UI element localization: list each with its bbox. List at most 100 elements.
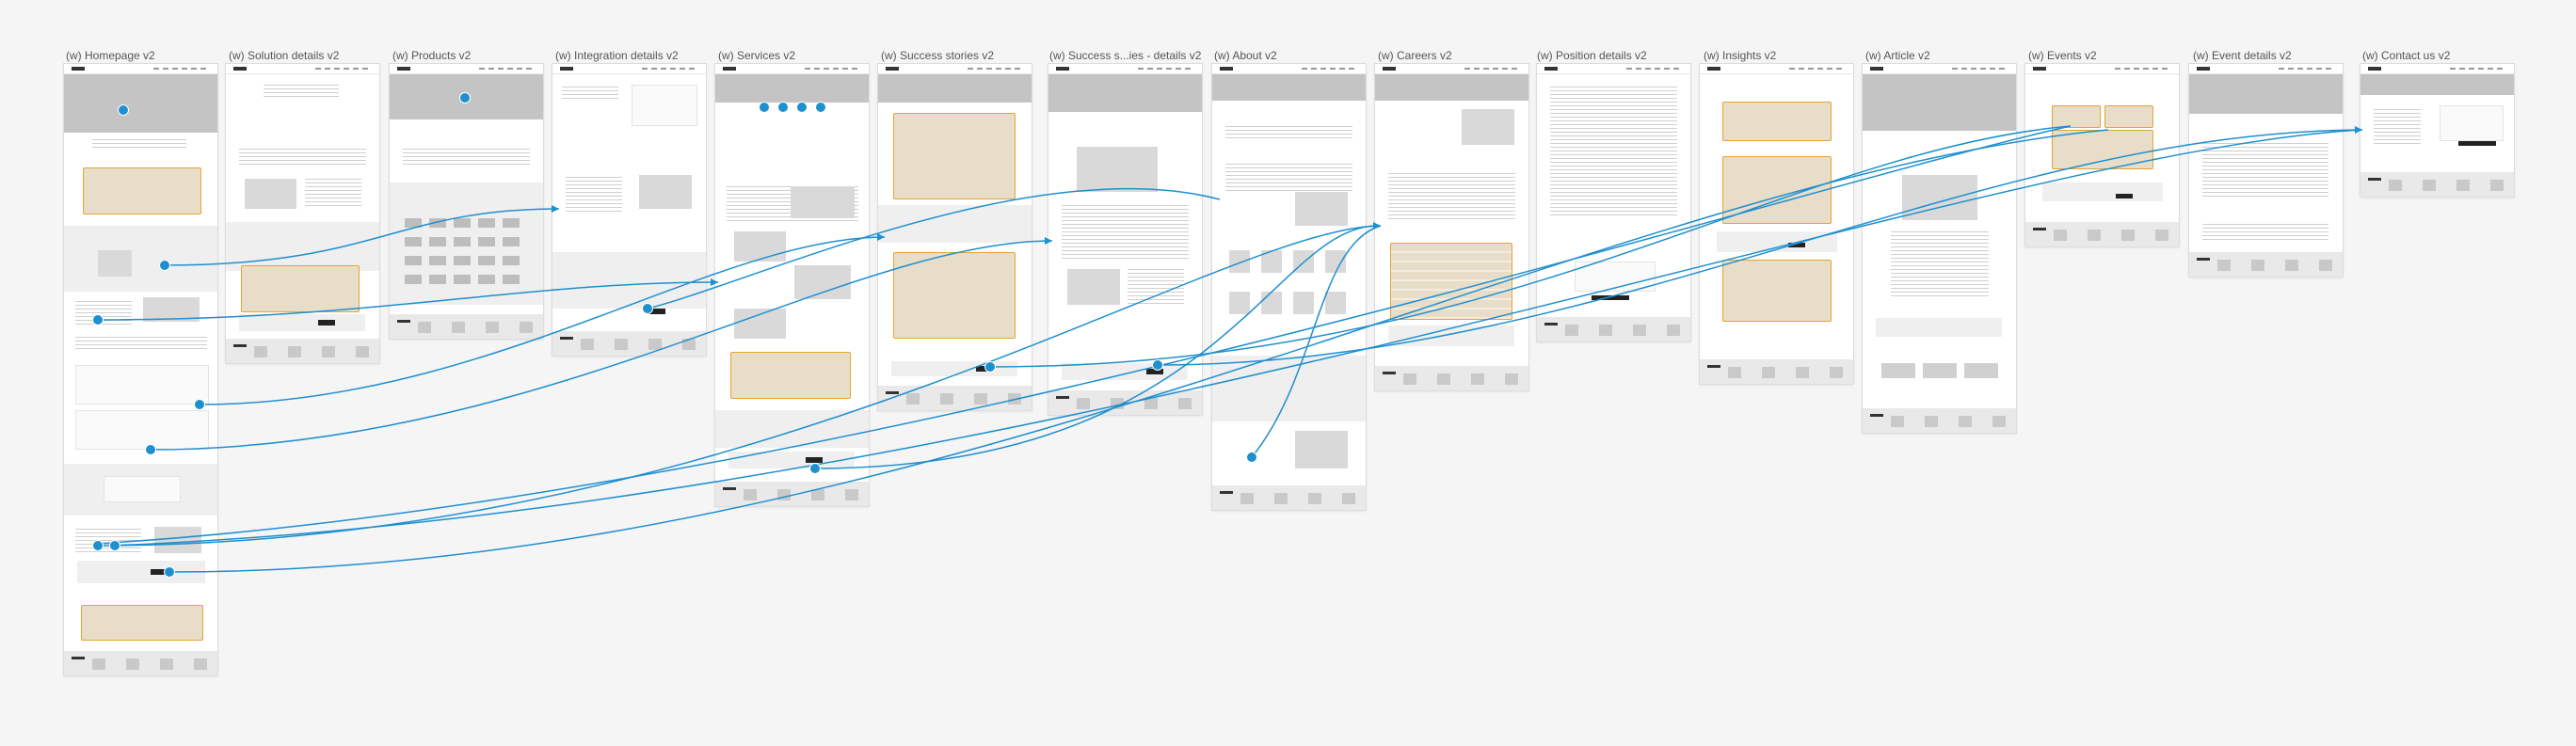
text-block <box>1550 87 1677 218</box>
text-block <box>1062 205 1189 262</box>
nav-bar <box>1048 64 1202 74</box>
stats-row <box>75 337 207 350</box>
quote-card <box>104 476 181 502</box>
highlighted-card-group <box>1722 260 1832 322</box>
nav-links <box>2115 68 2171 70</box>
hotspot-dot[interactable] <box>164 566 175 578</box>
frame-contact[interactable] <box>2360 64 2514 197</box>
hotspot-dot[interactable] <box>1246 452 1257 463</box>
frame-eventdetails[interactable] <box>2189 64 2343 277</box>
frame-events[interactable] <box>2025 64 2179 246</box>
apply-button[interactable] <box>1592 295 1629 300</box>
cta-button[interactable] <box>151 569 168 575</box>
footer <box>390 314 543 339</box>
image-placeholder <box>791 186 855 218</box>
gray-band <box>552 252 706 309</box>
frame-homepage[interactable] <box>64 64 217 675</box>
speaker-row <box>2202 224 2328 243</box>
footer <box>1375 366 1528 390</box>
logo <box>1707 67 1720 71</box>
frame-title-article: (w) Article v2 <box>1865 49 1930 62</box>
nav-links <box>1952 68 2008 70</box>
hotspot-dot[interactable] <box>759 102 770 113</box>
hotspot-dot[interactable] <box>159 260 170 271</box>
logo <box>397 67 410 71</box>
highlighted-card-group <box>2052 130 2153 169</box>
footer <box>1700 359 1853 384</box>
logo <box>723 67 736 71</box>
text-block <box>562 87 618 102</box>
frame-solution[interactable] <box>226 64 379 363</box>
frame-successdetails[interactable] <box>1048 64 1202 415</box>
nav-bar <box>1375 64 1528 74</box>
card <box>75 365 209 405</box>
hotspot-dot[interactable] <box>642 303 653 314</box>
highlighted-event-card <box>2104 105 2153 128</box>
text-block <box>75 301 132 327</box>
hero-section <box>715 74 869 103</box>
hotspot-dot[interactable] <box>984 361 996 373</box>
frame-careers[interactable] <box>1375 64 1528 390</box>
text-block <box>1225 164 1352 192</box>
nav-bar <box>1537 64 1690 74</box>
hotspot-dot[interactable] <box>777 102 789 113</box>
footer <box>2360 172 2514 197</box>
frame-success[interactable] <box>878 64 1032 410</box>
hotspot-dot[interactable] <box>109 540 120 551</box>
frame-services[interactable] <box>715 64 869 506</box>
hotspot-dot[interactable] <box>459 92 471 103</box>
cta-band <box>77 561 205 583</box>
highlighted-card-group <box>81 605 203 641</box>
nav-bar <box>2360 64 2514 74</box>
hotspot-dot[interactable] <box>92 540 104 551</box>
nav-bar <box>552 64 706 74</box>
logo <box>560 67 573 71</box>
frame-integration[interactable] <box>552 64 706 356</box>
subscribe-button[interactable] <box>2116 194 2133 198</box>
hotspot-dot[interactable] <box>92 314 104 325</box>
footer <box>1863 408 2016 433</box>
footer <box>552 331 706 356</box>
newsletter-band <box>1717 231 1837 252</box>
footer <box>1537 317 1690 341</box>
image-placeholder <box>734 231 786 262</box>
image-placeholder <box>245 179 296 209</box>
cta-button[interactable] <box>318 320 335 325</box>
nav-bar <box>2189 64 2343 74</box>
frame-position[interactable] <box>1537 64 1690 341</box>
frame-title-solution: (w) Solution details v2 <box>229 49 340 62</box>
text-block <box>1128 269 1184 305</box>
hotspot-dot[interactable] <box>194 399 205 410</box>
image-placeholder <box>734 309 786 339</box>
frame-article[interactable] <box>1863 64 2016 433</box>
subscribe-button[interactable] <box>1788 243 1805 247</box>
hotspot-dot[interactable] <box>118 104 129 116</box>
hotspot-dot[interactable] <box>815 102 826 113</box>
image-placeholder <box>1902 175 1977 220</box>
gray-band <box>1212 356 1366 421</box>
nav-bar <box>1863 64 2016 74</box>
frame-products[interactable] <box>390 64 543 339</box>
related-grid <box>1881 363 1998 378</box>
highlighted-card-group <box>1722 156 1832 224</box>
text-block <box>1388 173 1515 220</box>
hotspot-dot[interactable] <box>796 102 808 113</box>
image-placeholder <box>1067 269 1120 305</box>
frame-about[interactable] <box>1212 64 1366 510</box>
nav-bar <box>2025 64 2179 74</box>
logo <box>1544 67 1558 71</box>
nav-links <box>2450 68 2506 70</box>
logo <box>1056 67 1069 71</box>
nav-bar <box>390 64 543 74</box>
logo <box>1220 67 1233 71</box>
image-placeholder <box>143 297 200 322</box>
hero-section <box>1048 74 1202 112</box>
gray-band <box>226 222 379 271</box>
hotspot-dot[interactable] <box>809 463 821 474</box>
frame-insights[interactable] <box>1700 64 1853 384</box>
submit-button[interactable] <box>2458 141 2496 146</box>
nav-bar <box>226 64 379 74</box>
hotspot-dot[interactable] <box>1152 359 1163 371</box>
hotspot-dot[interactable] <box>145 444 156 455</box>
logo <box>2197 67 2210 71</box>
